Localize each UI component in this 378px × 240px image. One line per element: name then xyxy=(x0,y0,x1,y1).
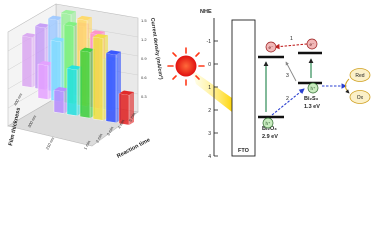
bar-3d xyxy=(66,65,82,117)
nhe-tick-label: 4 xyxy=(208,154,211,160)
bar-3d xyxy=(37,61,53,100)
fto-label: FTO xyxy=(238,148,250,154)
z-axis-ticks: 1.5 1.2 0.9 0.6 0.3 xyxy=(141,18,147,99)
nhe-axis-label: NHE xyxy=(200,9,212,15)
sun-icon xyxy=(167,47,205,86)
bi2o3-name: Bi₂O₃ xyxy=(262,126,277,132)
pathway-2-arrow xyxy=(271,88,305,116)
step-label-3: 3 xyxy=(286,73,289,79)
redox-couple: Red Ox xyxy=(345,68,371,104)
bi2s3-gap: 1.3 eV xyxy=(304,104,320,110)
y-tick-label: 300 nm xyxy=(26,114,37,129)
electron-symbol: e⁻ xyxy=(310,42,316,47)
red-species xyxy=(349,68,371,82)
pathway-3-arrow xyxy=(285,61,297,82)
y-tick-label: 400 nm xyxy=(12,92,23,107)
z-tick-label: 1.2 xyxy=(141,37,147,42)
y-axis-ticks: 400 nm 300 nm 210 nm xyxy=(12,92,55,151)
z-axis-label: Current density (mA/cm²) xyxy=(149,17,164,80)
x-tick-label: 3 min xyxy=(105,125,114,136)
bar-3d xyxy=(21,33,37,88)
nhe-tick-label: 0 xyxy=(208,62,211,68)
bars-group xyxy=(21,9,134,126)
bi2o3-gap: 2.9 eV xyxy=(262,134,278,140)
x-tick-label: 5 min xyxy=(127,111,136,122)
nhe-axis-ticks: -1 0 1 2 3 4 xyxy=(207,39,218,160)
nhe-tick-label: 2 xyxy=(208,108,211,114)
y-tick-label: 210 nm xyxy=(44,136,55,151)
step-label-1: 1 xyxy=(290,36,293,42)
ox-label: Ox xyxy=(357,95,364,101)
bi2s3-name: Bi₂S₃ xyxy=(304,96,319,102)
hole-symbol: h⁺ xyxy=(266,121,272,126)
x-axis-ticks: 1 min 2 min 3 min 4 min 5 min xyxy=(82,111,136,150)
nhe-tick-label: 1 xyxy=(208,85,211,91)
bar-3d xyxy=(53,87,69,114)
step-label-2: 2 xyxy=(286,96,289,102)
nhe-tick-label: -1 xyxy=(207,39,212,45)
light-source xyxy=(167,47,232,112)
nhe-tick-label: 3 xyxy=(208,131,211,137)
hole-symbol: h⁺ xyxy=(311,86,317,91)
figure-canvas: 1.5 1.2 0.9 0.6 0.3 Current density (mA/… xyxy=(7,3,371,160)
x-tick-label: 2 min xyxy=(94,132,103,143)
redox-cycle-arrow xyxy=(345,78,350,94)
light-beam xyxy=(192,70,232,112)
pathway-1-arrow xyxy=(274,43,308,50)
bar-3d xyxy=(105,50,121,123)
x-tick-label: 4 min xyxy=(116,118,125,129)
red-label: Red xyxy=(355,73,364,79)
z-tick-label: 0.9 xyxy=(141,56,147,61)
x-tick-label: 1 min xyxy=(82,139,91,150)
bar-3d xyxy=(92,33,108,121)
z-tick-label: 1.5 xyxy=(141,18,147,23)
hole-bi2s3: h⁺ xyxy=(307,82,319,94)
bar-3d xyxy=(79,47,95,119)
electron-symbol: e⁻ xyxy=(269,45,275,50)
bar-chart-3d: 1.5 1.2 0.9 0.6 0.3 Current density (mA/… xyxy=(7,3,164,160)
bar-3d xyxy=(118,90,134,126)
ox-species xyxy=(349,90,371,104)
fto-electrode xyxy=(231,19,256,157)
electron-bi2s3: e⁻ xyxy=(306,38,318,50)
z-tick-label: 0.6 xyxy=(141,75,147,80)
electron-bi2o3: e⁻ xyxy=(265,41,277,53)
z-tick-label: 0.3 xyxy=(141,94,147,99)
figure-root: 1.5 1.2 0.9 0.6 0.3 Current density (mA/… xyxy=(7,3,371,160)
hole-bi2o3: h⁺ xyxy=(262,117,274,129)
x-axis-label: Reaction time xyxy=(116,137,151,160)
energy-diagram: NHE -1 0 1 2 3 4 FTO Bi₂O₃ 2.9 eV Bi₂S₃ … xyxy=(200,9,371,160)
